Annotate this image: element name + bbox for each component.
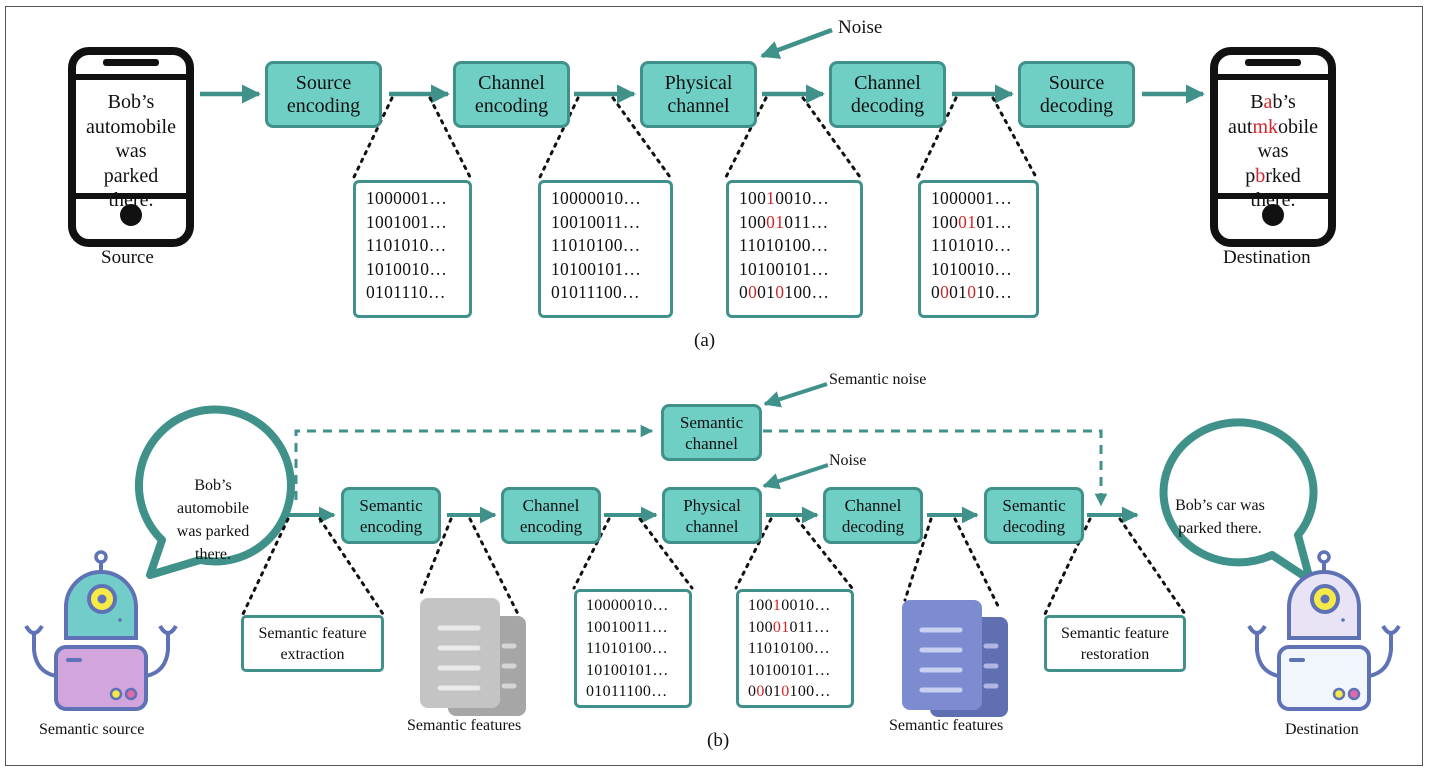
bit-row: 0001010… [931,282,1013,302]
bit-row: 00010100… [748,683,831,700]
zoom-dots-b [241,517,1187,616]
dest-message-line: autmkobile [1228,115,1318,138]
semantic-feature-restoration-box: Semantic feature restoration [1044,615,1186,672]
channel-encoding-block: Channel encoding [453,61,570,128]
semantic-features-gray-icon [420,598,526,716]
bits-physical-channel: 10010010… 10001011… 11010100… 10100101… 0001… [726,180,863,318]
noise-label-a: Noise [838,17,883,38]
semantic-channel-block: Semantic channel [661,404,762,461]
source-encoding-block: Source encoding [265,61,382,128]
zoom-dots-a [352,96,1038,179]
bit-row: 01011100… [586,683,668,700]
bit-row: 1000101… [931,211,1013,232]
channel-decoding-block-b: Channel decoding [823,487,923,544]
dest-message-line: there. [1250,189,1296,211]
semantic-feature-extraction-box: Semantic feature extraction [241,615,384,672]
bit-row: 00010100… [739,282,830,302]
bits-source-encoded: 1000001… 1001001… 1101010… 1010010… 0101110… [353,180,472,318]
bit-row: 11010100… [586,640,669,657]
bit-row: 1101010… [931,235,1012,255]
source-message-a: Bob’s automobile was parked there. [86,91,176,211]
caption-a: (a) [694,330,716,351]
bit-row: 1010010… [931,258,1013,279]
bit-row: 11010100… [739,235,829,255]
bit-row: 1101010… [366,235,447,255]
physical-channel-block-b: Physical channel [662,487,762,544]
channel-decoding-block: Channel decoding [829,61,946,128]
source-message-b: Bob’s automobile was parked there. [176,477,250,563]
bit-row: 0101110… [366,282,446,302]
destination-message-b: Bob’s car was parked there. [1175,497,1265,537]
bits-channel-encoded: 10000010… 10010011… 11010100… 10100101… 0101… [538,180,673,318]
bit-row: 10100101… [739,258,830,279]
bit-row: 1000001… [931,188,1013,208]
bit-row: 10100101… [551,258,642,279]
bits-channel-encoded-b: 10000010… 10010011… 11010100… 10100101… 0101… [574,589,692,708]
bit-row: 10000010… [551,188,642,208]
dest-message-line: Bab’s [1250,91,1296,113]
bit-row: 10001011… [748,618,831,636]
destination-phone-icon [1210,47,1336,247]
destination-speech-bubble [1159,418,1318,584]
bit-row: 01011100… [551,282,640,302]
bit-row: 10010010… [739,188,830,208]
figure-frame [5,6,1423,766]
noise-label-b: Noise [829,452,867,469]
bit-row: 1010010… [366,258,448,279]
source-phone-icon [68,47,194,247]
destination-label-b: Destination [1285,721,1359,738]
bit-row: 1000001… [366,188,448,208]
semantic-source-robot-icon [24,550,178,711]
bits-channel-decoded: 1000001… 1000101… 1101010… 1010010… 0001010… [918,180,1039,318]
channel-encoding-block-b: Channel encoding [501,487,601,544]
destination-robot-icon [1247,550,1401,711]
bit-row: 11010100… [748,640,831,657]
bit-row: 1001001… [366,211,448,232]
flow-arrows-a [200,27,1205,104]
bit-row: 10100101… [586,661,669,679]
semantic-dashed-path [294,424,1108,507]
semantic-noise-label: Semantic noise [829,371,927,388]
flow-arrows-b [286,382,1139,524]
physical-channel-block: Physical channel [640,61,757,128]
semantic-features-label-right: Semantic features [889,717,1004,734]
semantic-source-label: Semantic source [39,721,145,738]
semantic-decoding-block: Semantic decoding [984,487,1084,544]
source-speech-bubble [135,405,295,579]
source-label-a: Source [101,247,154,268]
semantic-features-label-left: Semantic features [407,717,522,734]
bit-row: 10010011… [551,211,641,232]
semantic-encoding-block: Semantic encoding [341,487,441,544]
bit-row: 10010010… [748,597,831,614]
bit-row: 10000010… [586,597,669,614]
caption-b: (b) [707,730,730,751]
bit-row: 11010100… [551,235,641,255]
destination-label-a: Destination [1223,247,1311,268]
semantic-features-blue-icon [902,600,1008,717]
bit-row: 10010011… [586,618,669,636]
bit-row: 10001011… [739,211,829,232]
bit-row: 10100101… [748,661,831,679]
dest-message-line: was pbrked [1245,140,1301,187]
source-decoding-block: Source decoding [1018,61,1135,128]
bits-physical-channel-b: 10010010… 10001011… 11010100… 10100101… 0001… [736,589,854,708]
